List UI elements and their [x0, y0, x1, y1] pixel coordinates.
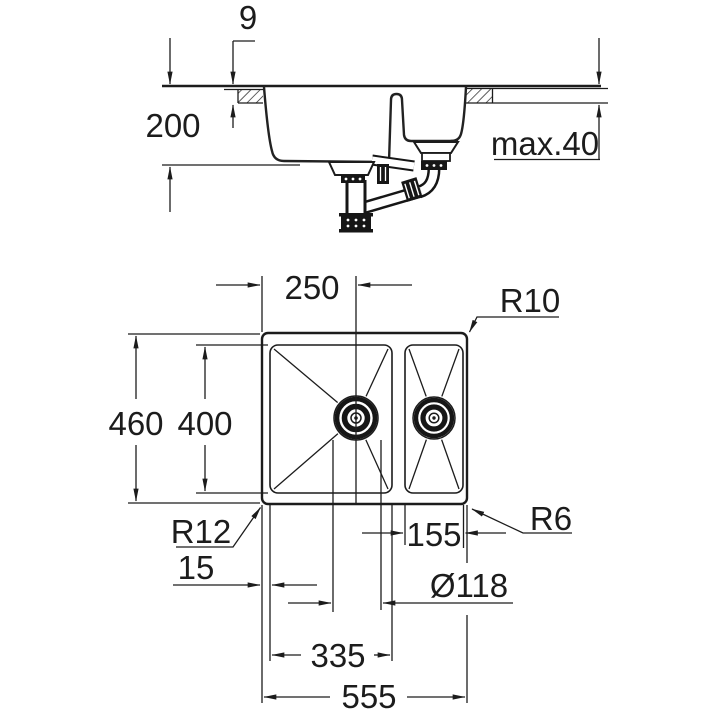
side-view: 9 200 max.40	[145, 0, 608, 233]
tee-collar	[377, 164, 389, 184]
dim-label-250: 250	[284, 269, 339, 306]
small-bowl-wall	[449, 85, 468, 143]
dim-small-bowl-width: 155	[362, 516, 506, 553]
dim-bowl-depth: 200	[145, 38, 300, 212]
main-bowl-wall	[262, 85, 391, 164]
dim-corner-r10: R10	[468, 282, 561, 333]
dim-label-335: 335	[310, 637, 365, 674]
drain-trap-assembly	[327, 141, 460, 233]
dim-label-r6: R6	[530, 500, 572, 537]
dim-label-555: 555	[341, 678, 396, 715]
dim-corner-r6: R6	[471, 500, 572, 537]
small-drain	[411, 395, 457, 441]
countertop-left	[224, 88, 263, 104]
hatch-right	[466, 88, 493, 103]
bowl-divider	[387, 92, 459, 164]
dim-counter-thickness: max.40	[491, 38, 602, 162]
dim-drain-diameter: Ø118	[288, 567, 513, 606]
main-strainer	[327, 161, 376, 183]
dim-rim-height: 9	[230, 0, 257, 128]
countertop-right	[466, 87, 608, 104]
hatch-left	[238, 89, 263, 103]
small-bowl	[404, 344, 464, 494]
dim-label-max40: max.40	[491, 125, 599, 162]
dim-label-15: 15	[178, 549, 215, 586]
dim-drain-offset: 250	[216, 269, 412, 306]
dim-main-bowl-width: 335	[271, 637, 391, 674]
plan-view: 250 R10 460 400 R12	[108, 269, 572, 715]
sink-section-profile	[262, 85, 468, 164]
bottom-coupling	[339, 213, 373, 233]
small-strainer	[412, 141, 460, 170]
dim-label-r12: R12	[171, 513, 232, 550]
dim-overall-depth: 460	[108, 333, 260, 504]
dim-label-200: 200	[145, 107, 200, 144]
sink-outline	[260, 331, 469, 506]
dim-label-400: 400	[177, 405, 232, 442]
dim-overall-width: 555	[263, 678, 466, 715]
pipe-coupling	[401, 177, 423, 202]
dim-label-r10: R10	[500, 282, 561, 319]
dim-label-9: 9	[239, 0, 257, 36]
dim-label-155: 155	[406, 516, 461, 553]
dim-bowl-inner-depth: 400	[177, 344, 268, 494]
dim-label-diam118: Ø118	[430, 567, 508, 604]
main-bowl	[269, 344, 393, 494]
dim-corner-r12: R12	[171, 506, 262, 550]
dim-rim-width: 15	[173, 549, 317, 588]
dim-label-460: 460	[108, 405, 163, 442]
